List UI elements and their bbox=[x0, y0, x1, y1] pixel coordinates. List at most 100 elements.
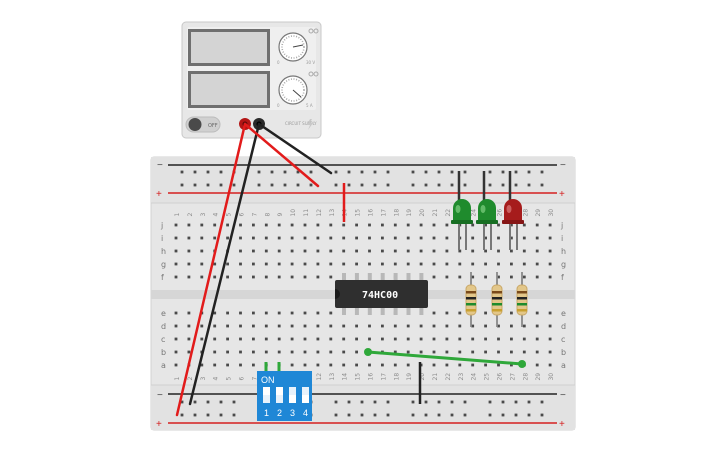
breadboard-hole[interactable] bbox=[200, 324, 204, 328]
breadboard-hole[interactable] bbox=[174, 337, 178, 341]
breadboard-hole[interactable] bbox=[548, 324, 552, 328]
breadboard-hole[interactable] bbox=[535, 337, 539, 341]
breadboard-hole[interactable] bbox=[488, 400, 492, 404]
breadboard-hole[interactable] bbox=[510, 311, 513, 315]
breadboard-hole[interactable] bbox=[386, 183, 390, 187]
breadboard-hole[interactable] bbox=[264, 337, 268, 341]
power-switch[interactable] bbox=[185, 116, 221, 133]
breadboard-hole[interactable] bbox=[484, 275, 487, 279]
breadboard-hole[interactable] bbox=[510, 249, 513, 253]
breadboard-hole[interactable] bbox=[522, 350, 526, 354]
breadboard-hole[interactable] bbox=[303, 311, 307, 315]
breadboard-hole[interactable] bbox=[368, 262, 371, 266]
breadboard-hole[interactable] bbox=[187, 236, 191, 240]
breadboard-hole[interactable] bbox=[219, 400, 223, 404]
breadboard-hole[interactable] bbox=[450, 183, 454, 187]
breadboard-hole[interactable] bbox=[347, 413, 351, 417]
breadboard-hole[interactable] bbox=[510, 363, 513, 367]
wire-red-psu-to-top-rail[interactable] bbox=[243, 122, 320, 188]
breadboard-hole[interactable] bbox=[206, 183, 210, 187]
breadboard-hole[interactable] bbox=[290, 249, 294, 253]
breadboard-hole[interactable] bbox=[200, 275, 204, 279]
breadboard-hole[interactable] bbox=[174, 275, 178, 279]
breadboard-hole[interactable] bbox=[411, 183, 415, 187]
breadboard-hole[interactable] bbox=[347, 183, 351, 187]
breadboard-hole[interactable] bbox=[514, 400, 518, 404]
breadboard-hole[interactable] bbox=[277, 337, 281, 341]
breadboard-hole[interactable] bbox=[393, 249, 397, 253]
breadboard-hole[interactable] bbox=[497, 249, 500, 253]
resistor-2[interactable] bbox=[491, 272, 503, 327]
breadboard-hole[interactable] bbox=[347, 170, 351, 174]
breadboard-hole[interactable] bbox=[355, 324, 358, 328]
dip-toggle-3[interactable] bbox=[289, 387, 296, 403]
breadboard-hole[interactable] bbox=[264, 311, 268, 315]
breadboard-hole[interactable] bbox=[355, 363, 358, 367]
breadboard-hole[interactable] bbox=[277, 275, 281, 279]
breadboard-hole[interactable] bbox=[419, 249, 423, 253]
breadboard-hole[interactable] bbox=[232, 183, 236, 187]
breadboard-hole[interactable] bbox=[219, 170, 223, 174]
breadboard-hole[interactable] bbox=[239, 311, 242, 315]
breadboard-hole[interactable] bbox=[239, 275, 242, 279]
breadboard-hole[interactable] bbox=[419, 350, 423, 354]
breadboard-hole[interactable] bbox=[497, 350, 500, 354]
breadboard-hole[interactable] bbox=[316, 363, 320, 367]
breadboard-hole[interactable] bbox=[411, 413, 415, 417]
breadboard-hole[interactable] bbox=[277, 223, 281, 227]
breadboard-hole[interactable] bbox=[535, 236, 539, 240]
breadboard-hole[interactable] bbox=[329, 311, 333, 315]
breadboard-hole[interactable] bbox=[393, 337, 397, 341]
breadboard-hole[interactable] bbox=[381, 249, 384, 253]
breadboard-hole[interactable] bbox=[445, 337, 449, 341]
breadboard-hole[interactable] bbox=[174, 324, 178, 328]
breadboard-hole[interactable] bbox=[484, 223, 487, 227]
breadboard-hole[interactable] bbox=[368, 363, 371, 367]
breadboard-hole[interactable] bbox=[213, 350, 217, 354]
breadboard-hole[interactable] bbox=[329, 275, 333, 279]
breadboard-hole[interactable] bbox=[277, 324, 281, 328]
breadboard-hole[interactable] bbox=[501, 400, 505, 404]
breadboard-hole[interactable] bbox=[510, 350, 513, 354]
breadboard-hole[interactable] bbox=[368, 324, 371, 328]
breadboard-hole[interactable] bbox=[193, 183, 197, 187]
breadboard-hole[interactable] bbox=[213, 363, 217, 367]
breadboard-hole[interactable] bbox=[406, 262, 410, 266]
breadboard-hole[interactable] bbox=[252, 324, 255, 328]
breadboard-hole[interactable] bbox=[213, 311, 217, 315]
breadboard-hole[interactable] bbox=[381, 236, 384, 240]
breadboard-hole[interactable] bbox=[501, 413, 505, 417]
dip-toggle-1[interactable] bbox=[263, 387, 270, 403]
breadboard-hole[interactable] bbox=[411, 400, 415, 404]
breadboard-hole[interactable] bbox=[484, 236, 487, 240]
breadboard-hole[interactable] bbox=[342, 236, 346, 240]
breadboard-hole[interactable] bbox=[471, 350, 475, 354]
breadboard-hole[interactable] bbox=[355, 350, 358, 354]
breadboard-hole[interactable] bbox=[535, 311, 539, 315]
breadboard-hole[interactable] bbox=[373, 183, 377, 187]
breadboard-hole[interactable] bbox=[342, 223, 346, 227]
breadboard-hole[interactable] bbox=[540, 400, 544, 404]
breadboard-hole[interactable] bbox=[458, 324, 462, 328]
breadboard-hole[interactable] bbox=[239, 236, 242, 240]
wire-black-psu-to-bottom-rail[interactable] bbox=[188, 122, 261, 406]
breadboard-hole[interactable] bbox=[187, 337, 191, 341]
breadboard-hole[interactable] bbox=[252, 223, 255, 227]
breadboard-hole[interactable] bbox=[226, 324, 229, 328]
breadboard-hole[interactable] bbox=[187, 275, 191, 279]
breadboard-hole[interactable] bbox=[316, 350, 320, 354]
breadboard-hole[interactable] bbox=[355, 262, 358, 266]
breadboard-hole[interactable] bbox=[309, 170, 313, 174]
breadboard-hole[interactable] bbox=[432, 350, 436, 354]
breadboard-hole[interactable] bbox=[277, 249, 281, 253]
breadboard-hole[interactable] bbox=[432, 363, 436, 367]
led-2[interactable] bbox=[476, 171, 498, 250]
breadboard-hole[interactable] bbox=[252, 337, 255, 341]
breadboard-hole[interactable] bbox=[232, 400, 236, 404]
breadboard-hole[interactable] bbox=[548, 262, 552, 266]
breadboard-hole[interactable] bbox=[406, 324, 410, 328]
breadboard-hole[interactable] bbox=[239, 223, 242, 227]
breadboard-hole[interactable] bbox=[270, 170, 274, 174]
breadboard-hole[interactable] bbox=[303, 249, 307, 253]
breadboard-hole[interactable] bbox=[406, 236, 410, 240]
